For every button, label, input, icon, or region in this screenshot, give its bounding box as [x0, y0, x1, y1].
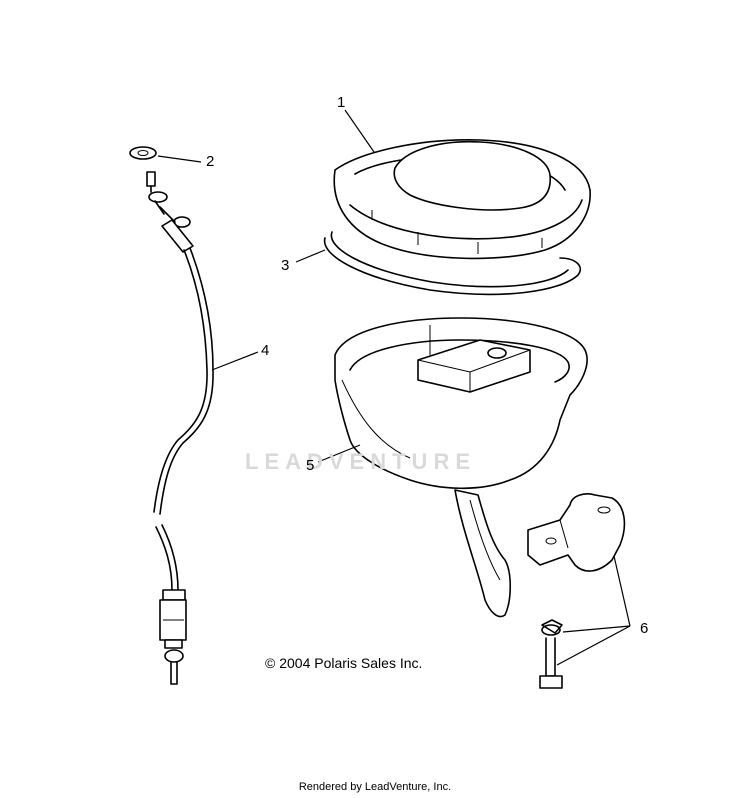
callout-3: 3 — [281, 257, 290, 274]
washer — [129, 146, 157, 160]
callout-1: 1 — [337, 94, 346, 111]
watermark: LEADVENTURE — [245, 449, 477, 474]
clamp — [527, 493, 626, 572]
callout-4: 4 — [261, 342, 270, 359]
throttle-cable — [146, 171, 214, 685]
callout-6: 6 — [640, 620, 649, 637]
housing — [334, 317, 588, 618]
copyright-notice: © 2004 Polaris Sales Inc. — [265, 655, 423, 671]
footer-credit: Rendered by LeadVenture, Inc. — [298, 781, 452, 793]
leader-lines — [157, 109, 631, 666]
screw — [539, 619, 563, 689]
gasket — [323, 231, 582, 296]
housing-cover — [333, 139, 591, 260]
callout-2: 2 — [206, 153, 215, 170]
callout-5: 5 — [306, 457, 315, 474]
